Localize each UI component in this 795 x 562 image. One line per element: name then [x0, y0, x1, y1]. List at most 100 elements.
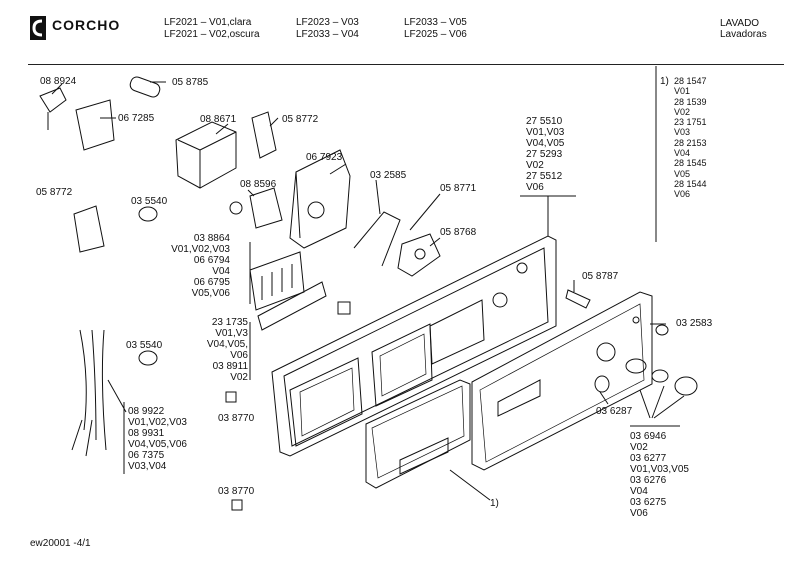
- footnote-line: 28 2153: [674, 137, 707, 148]
- model-line: LF2023 – V03: [296, 17, 359, 28]
- variant-group: 08 9922 V01,V02,V03 08 9931 V04,V05,V06 …: [128, 406, 187, 472]
- fixing-clip: [225, 391, 237, 403]
- variant-line: 27 5510: [526, 116, 563, 127]
- part-label: 03 8770: [218, 486, 255, 497]
- switch-bank: [249, 251, 327, 331]
- model-line: LF2025 – V06: [404, 29, 467, 40]
- selector-knob: [138, 206, 158, 222]
- variant-line: 06 6795: [193, 277, 230, 288]
- footnote-line: V01: [674, 86, 691, 97]
- model-line: LF2033 – V05: [404, 17, 467, 28]
- selector-knob: [138, 350, 158, 366]
- variant-line: V06: [630, 508, 648, 519]
- rotary-switch: [397, 233, 441, 277]
- door-switch: [73, 205, 105, 253]
- variant-line: 06 6794: [193, 255, 230, 266]
- variant-line: 08 9931: [128, 428, 165, 439]
- variant-line: 03 6277: [630, 453, 667, 464]
- variant-line: V02: [630, 442, 648, 453]
- variant-line: 03 6275: [630, 497, 667, 508]
- mounting-bracket: [289, 149, 351, 249]
- part-label: 03 8770: [218, 413, 255, 424]
- variant-line: V01,V03,V05: [630, 464, 689, 475]
- footnote-line: V05: [674, 168, 691, 179]
- variant-line: V04: [212, 266, 230, 277]
- category-title: LAVADO: [720, 18, 760, 29]
- part-label: 03 2583: [676, 318, 713, 329]
- lower-cover-panel: [365, 379, 471, 489]
- part-label: 05 8787: [582, 271, 619, 282]
- variant-line: V06: [526, 182, 544, 193]
- model-line: LF2021 – V01,clara: [164, 17, 252, 28]
- variant-line: 03 8864: [193, 233, 230, 244]
- variant-line: 27 5512: [526, 171, 563, 182]
- variant-line: V01,V03: [526, 127, 565, 138]
- brand-logo-icon: [30, 16, 46, 40]
- wiring-harness: [71, 329, 127, 457]
- variant-line: V06: [230, 350, 248, 361]
- part-label: 05 8772: [282, 114, 319, 125]
- variant-line: 23 1735: [211, 317, 248, 328]
- control-panel-frame: [271, 235, 557, 457]
- door-switch: [251, 111, 277, 159]
- part-label: 08 8671: [200, 114, 237, 125]
- category-subtitle: Lavadoras: [720, 29, 767, 40]
- timer-unit: [175, 121, 237, 189]
- part-label: 05 8785: [172, 77, 209, 88]
- footnote-list: 28 1547 V01 28 1539 V02 23 1751 V03 28 2…: [674, 76, 707, 200]
- variant-line: 03 8911: [212, 361, 248, 372]
- part-label: 03 5540: [126, 340, 163, 351]
- variant-line: V02: [230, 372, 248, 383]
- variant-line: V01,V02,V03: [128, 417, 187, 428]
- part-label: 08 8596: [240, 179, 277, 190]
- linkage-rod: [353, 211, 401, 267]
- variant-line: 03 6276: [630, 475, 667, 486]
- variant-line: V02: [526, 160, 544, 171]
- variant-line: 08 9922: [128, 406, 165, 417]
- part-label: 08 8924: [40, 76, 77, 87]
- footnote-line: V06: [674, 189, 691, 200]
- header-divider: [28, 64, 784, 65]
- knob-cluster: [594, 358, 698, 427]
- part-label: 06 7285: [118, 113, 155, 124]
- footnote-line: V04: [674, 148, 691, 159]
- model-line: LF2021 – V02,oscura: [164, 29, 260, 40]
- footnote-line: 23 1751: [674, 117, 707, 128]
- part-label: 06 7923: [306, 152, 343, 163]
- indicator-lamp: [565, 289, 591, 309]
- part-label: 03 6287: [596, 406, 633, 417]
- variant-line: 03 6946: [630, 431, 667, 442]
- relay-bracket: [75, 99, 115, 151]
- variant-line: V01,V3: [215, 328, 248, 339]
- part-label: 1): [490, 498, 499, 509]
- pressure-switch: [249, 187, 283, 229]
- variant-line: V04,V05,V06: [128, 439, 187, 450]
- switch-cap: [337, 301, 351, 315]
- variant-group: 03 6946 V02 03 6277 V01,V03,V05 03 6276 …: [630, 431, 689, 519]
- part-label: 03 2585: [370, 170, 407, 181]
- footnote-line: V03: [674, 127, 691, 138]
- model-line: LF2033 – V04: [296, 29, 359, 40]
- brand-name: CORCHO: [52, 17, 121, 33]
- side-control-panel: [471, 291, 653, 471]
- variant-line: V03,V04: [128, 461, 167, 472]
- variant-group: 27 5510 V01,V03 V04,V05 27 5293 V02 27 5…: [526, 116, 564, 193]
- footnote-marker: 1): [660, 76, 669, 87]
- footnote-line: 28 1544: [674, 178, 707, 189]
- part-label: 05 8771: [440, 183, 477, 194]
- part-label: 05 8768: [440, 227, 477, 238]
- mains-plug: [39, 87, 67, 130]
- footnote-line: V02: [674, 106, 691, 117]
- footnote-line: 28 1539: [674, 96, 707, 107]
- capacitor: [129, 76, 161, 98]
- variant-line: 27 5293: [526, 149, 563, 160]
- variant-line: V01,V02,V03: [171, 244, 230, 255]
- footnote-line: 28 1547: [674, 76, 707, 86]
- variant-line: V04: [630, 486, 648, 497]
- variant-group: 03 8864 V01,V02,V03 06 6794 V04 06 6795 …: [170, 233, 230, 299]
- variant-line: V04,V05: [526, 138, 565, 149]
- footnote-line: 28 1545: [674, 158, 707, 169]
- variant-group: 23 1735 V01,V3 V04,V05, V06 03 8911 V02: [196, 317, 248, 383]
- fixing-clip: [231, 499, 243, 511]
